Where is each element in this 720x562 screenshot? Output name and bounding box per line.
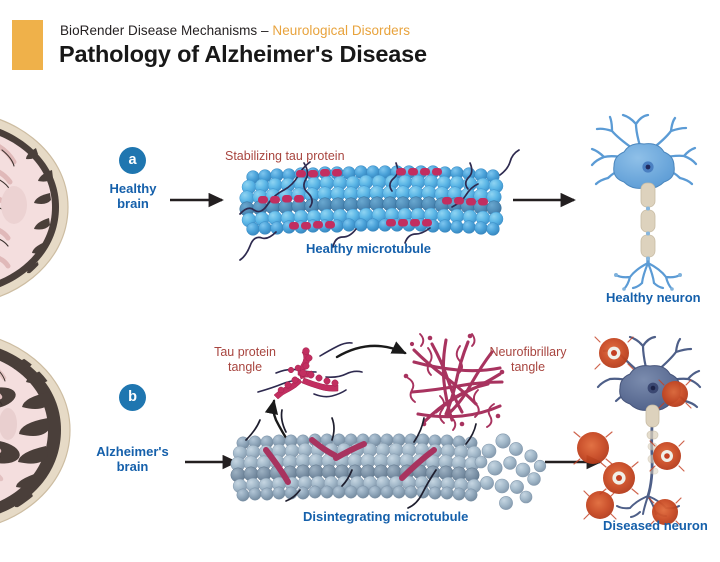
header-subtitle-accent: Neurological Disorders bbox=[272, 23, 411, 38]
stabilizing-tau-protein-label: Stabilizing tau protein bbox=[225, 149, 345, 163]
detaching-tau-fragments bbox=[263, 437, 437, 485]
healthy-brain-label-line1: Healthy bbox=[109, 181, 157, 196]
tau-protein-tangle-label: Tau protein tangle bbox=[200, 345, 290, 375]
healthy-brain-cross-section bbox=[0, 119, 69, 297]
panel-a-badge: a bbox=[119, 147, 146, 174]
header-subtitle: BioRender Disease Mechanisms – Neurologi… bbox=[60, 23, 410, 38]
alzheimers-brain-label: Alzheimer's brain bbox=[85, 444, 180, 475]
amyloid-plaques bbox=[573, 336, 692, 527]
alzheimers-brain-label-line1: Alzheimer's bbox=[96, 444, 169, 459]
tau-protein-tangle-label-line1: Tau protein bbox=[214, 345, 276, 359]
healthy-neuron-label: Healthy neuron bbox=[606, 290, 701, 305]
healthy-microtubule-label: Healthy microtubule bbox=[306, 241, 431, 256]
stabilizing-tau-protein-segments bbox=[258, 168, 488, 230]
arrow-microtubule-to-tau-tangle bbox=[264, 399, 292, 446]
page-title: Pathology of Alzheimer's Disease bbox=[59, 41, 427, 67]
healthy-brain-label-line2: brain bbox=[117, 196, 149, 212]
neurofibrillary-tangle-label: Neurofibrillary tangle bbox=[478, 345, 578, 375]
diseased-neuron-label: Diseased neuron bbox=[603, 518, 708, 533]
arrow-tau-tangle-to-neurofibrillary-tangle bbox=[335, 341, 407, 359]
dissociated-tubulin-subunits bbox=[474, 433, 547, 510]
disintegrating-microtubule-label: Disintegrating microtubule bbox=[303, 509, 469, 524]
neurofibrillary-tangle-label-line1: Neurofibrillary bbox=[489, 345, 567, 359]
disintegrating-microtubule bbox=[230, 409, 547, 510]
header-accent-bar bbox=[12, 20, 43, 70]
healthy-brain-label: Healthy brain bbox=[93, 181, 173, 212]
panel-b-badge: b bbox=[119, 384, 146, 411]
alzheimers-brain-cross-section bbox=[0, 338, 71, 523]
tau-protein-tangle-label-line2: tangle bbox=[227, 359, 263, 374]
alzheimers-brain-label-line2: brain bbox=[116, 459, 149, 475]
healthy-neuron bbox=[590, 113, 698, 291]
neurofibrillary-tangle-label-line2: tangle bbox=[510, 359, 546, 374]
diseased-neuron bbox=[573, 335, 702, 527]
header-subtitle-prefix: BioRender Disease Mechanisms – bbox=[60, 23, 273, 38]
